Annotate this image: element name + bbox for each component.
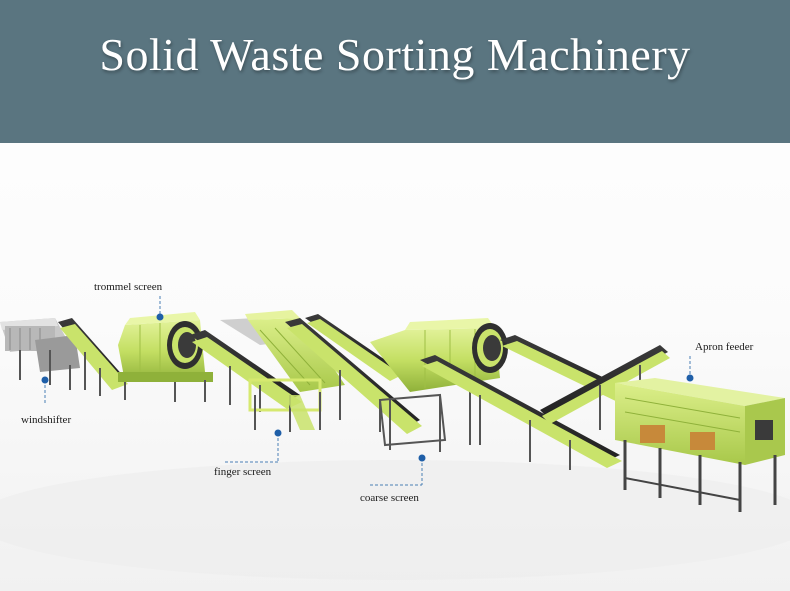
label-coarse-screen: coarse screen <box>360 492 419 504</box>
label-windshifter: windshifter <box>21 414 72 426</box>
finger-marker <box>274 429 282 437</box>
conveyor-1 <box>58 318 128 396</box>
coarse-marker <box>418 454 426 462</box>
trommel-screen-machine <box>118 312 213 402</box>
trommel-marker <box>156 313 164 321</box>
page-title: Solid Waste Sorting Machinery <box>99 29 691 80</box>
conveyor-4 <box>305 314 402 381</box>
floor-shadow <box>0 460 790 580</box>
label-apron-feeder: Apron feeder <box>695 341 754 353</box>
apron-marker <box>686 374 694 382</box>
sorting-line-illustration <box>0 296 790 580</box>
windshifter-machine <box>0 318 80 390</box>
title-banner: Solid Waste Sorting Machinery <box>0 0 790 143</box>
label-trommel-screen: trommel screen <box>94 281 163 293</box>
finger-screen-machine <box>220 310 345 432</box>
apron-feeder-machine <box>615 378 785 512</box>
conveyor-2 <box>190 330 302 412</box>
windshifter-marker <box>41 376 49 384</box>
conveyor-6 <box>420 355 622 470</box>
label-finger-screen: finger screen <box>214 466 272 478</box>
